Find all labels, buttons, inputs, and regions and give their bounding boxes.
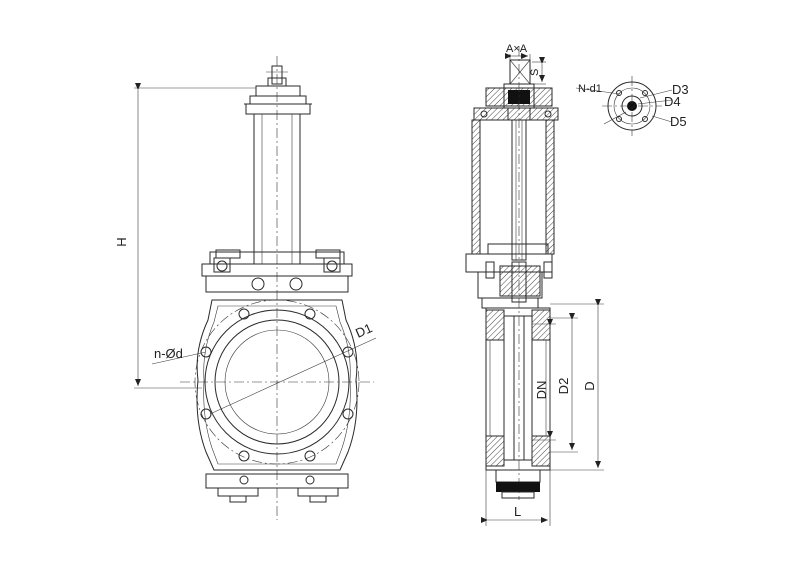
dim-d1: D1 — [209, 320, 377, 415]
label-d5: D5 — [670, 114, 687, 129]
front-view: H n-Ød D1 — [114, 56, 377, 520]
label-flange-holes: N-d1 — [578, 83, 602, 95]
label-square-drive: A×A — [506, 43, 528, 55]
dim-h: H — [114, 83, 256, 389]
dim-dn: DN — [532, 319, 556, 441]
label-bolt-holes: n-Ød — [154, 346, 183, 361]
side-yoke — [471, 46, 555, 500]
label-d3: D3 — [672, 82, 689, 97]
side-bottom — [495, 469, 541, 499]
label-dn: DN — [534, 381, 549, 400]
label-d2: D2 — [556, 378, 571, 395]
label-drive-depth: S — [529, 69, 541, 76]
yoke — [253, 56, 301, 520]
dim-d2: D2 — [550, 313, 578, 453]
bottom-base — [205, 473, 349, 503]
stem-top — [244, 65, 312, 115]
side-body — [485, 307, 551, 471]
label-d4: D4 — [664, 94, 681, 109]
dim-d: D — [550, 299, 604, 471]
valve-body — [180, 299, 374, 471]
label-d1: D1 — [353, 320, 374, 340]
drive-top: A×A S — [505, 43, 546, 85]
flange-detail: N-d1 D3 D4 D5 — [575, 76, 689, 136]
label-d: D — [582, 381, 597, 390]
label-l: L — [514, 504, 521, 519]
side-gland — [465, 243, 553, 309]
label-h: H — [114, 237, 129, 246]
dim-l: L — [481, 470, 551, 526]
dim-bolt-holes: n-Ød — [151, 346, 207, 365]
top-flange — [473, 83, 559, 121]
side-view: A×A S — [465, 43, 604, 526]
bonnet — [201, 249, 353, 293]
